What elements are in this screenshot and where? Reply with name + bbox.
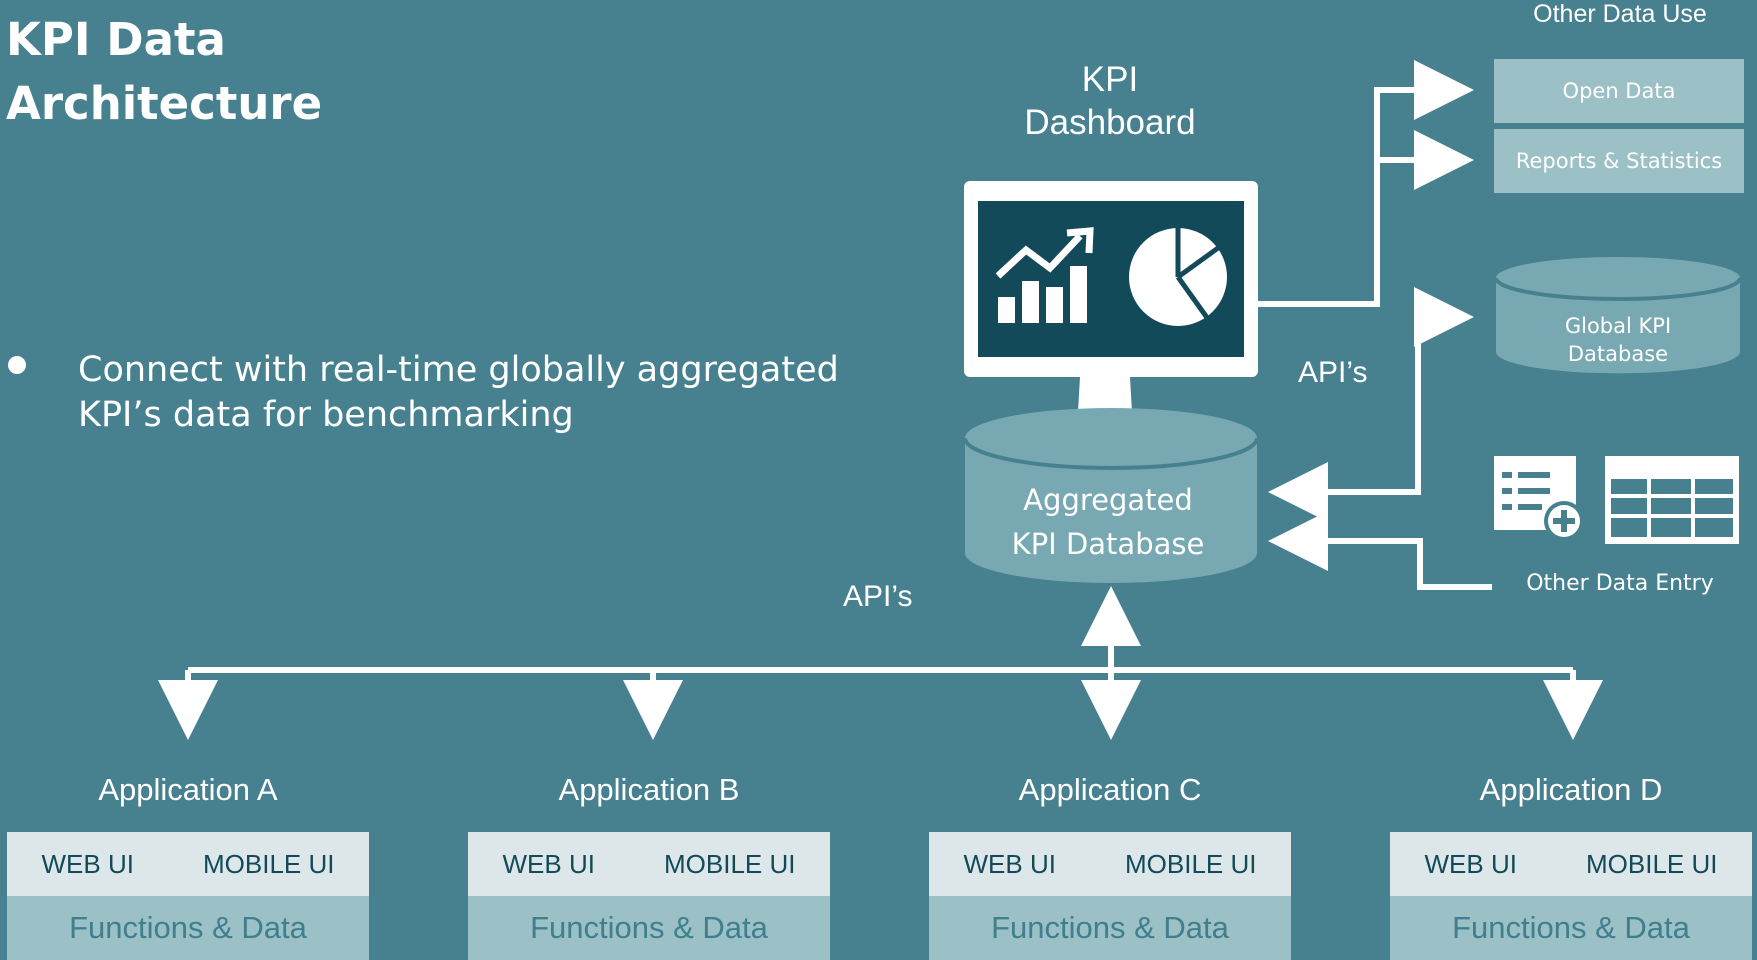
mobile-ui-label: MOBILE UI (203, 848, 335, 879)
web-ui-label: WEB UI (963, 848, 1056, 879)
other-data-entry-label: Other Data Entry (1526, 571, 1714, 596)
table-icon (1605, 456, 1739, 544)
form-add-icon (1494, 456, 1584, 541)
mobile-ui-label: MOBILE UI (1586, 848, 1718, 879)
line-bar-chart-icon (995, 227, 1094, 323)
web-ui-label: WEB UI (1424, 848, 1517, 879)
monitor-icon (964, 181, 1258, 428)
mobile-ui-label: MOBILE UI (664, 848, 796, 879)
aggregated-database-label: Aggregated KPI Database (1011, 483, 1205, 561)
functions-data-label: Functions & Data (7, 896, 369, 960)
web-ui-label: WEB UI (502, 848, 595, 879)
application-a-title: Application A (98, 772, 278, 807)
application-d-box: WEB UI MOBILE UI Functions & Data (1390, 832, 1752, 960)
open-data-box: Open Data (1494, 59, 1744, 123)
functions-data-label: Functions & Data (1390, 896, 1752, 960)
application-a-box: WEB UI MOBILE UI Functions & Data (7, 832, 369, 960)
global-database-icon (1494, 257, 1742, 374)
other-data-use-label: Other Data Use (1533, 0, 1707, 28)
aggregated-database-icon (963, 408, 1259, 583)
dashboard-label: KPI Dashboard (1024, 60, 1196, 142)
web-ui-label: WEB UI (41, 848, 134, 879)
functions-data-label: Functions & Data (468, 896, 830, 960)
application-d-title: Application D (1479, 772, 1663, 807)
reports-statistics-box: Reports & Statistics (1494, 129, 1744, 193)
application-c-box: WEB UI MOBILE UI Functions & Data (929, 832, 1291, 960)
application-c-title: Application C (1018, 772, 1202, 807)
page-title: KPI Data Architecture (6, 13, 323, 130)
bullet-text: Connect with real-time globally aggregat… (78, 350, 839, 435)
functions-data-label: Functions & Data (929, 896, 1291, 960)
bullet-point-icon (8, 356, 26, 374)
pie-chart-icon (1129, 228, 1227, 326)
api-label-left: API’s (843, 580, 913, 613)
mobile-ui-label: MOBILE UI (1125, 848, 1257, 879)
api-label-right: API’s (1298, 356, 1368, 389)
application-b-box: WEB UI MOBILE UI Functions & Data (468, 832, 830, 960)
global-database-label: Global KPI Database (1564, 314, 1672, 366)
application-b-title: Application B (558, 772, 740, 807)
